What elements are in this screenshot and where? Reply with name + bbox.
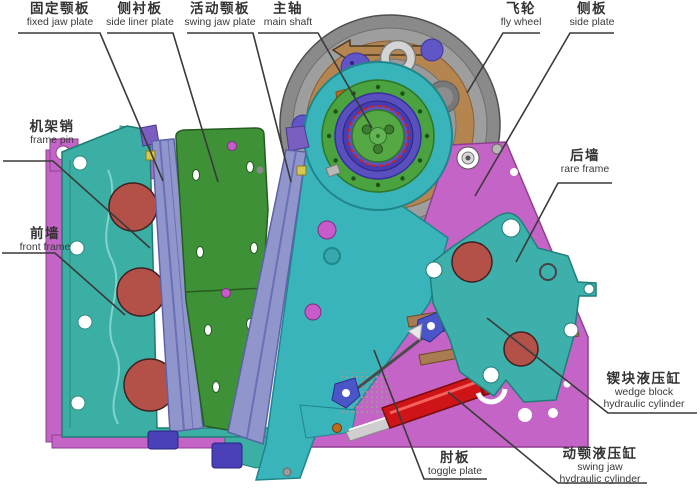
label-en: side liner plate xyxy=(106,16,174,29)
label-main-shaft: 主轴 main shaft xyxy=(246,1,330,29)
label-wedge-block-hydraulic-cylinder: 锲块液压缸 wedge block hydraulic cylinder xyxy=(588,371,700,411)
label-zh: 飞轮 xyxy=(506,1,536,16)
label-en2: hydraulic cylinder xyxy=(559,473,641,486)
label-en: front frame xyxy=(19,241,71,254)
label-zh: 活动颚板 xyxy=(190,1,250,16)
label-zh: 主轴 xyxy=(273,1,303,16)
label-en: toggle plate xyxy=(427,465,483,478)
label-toggle-plate: 肘板 toggle plate xyxy=(402,450,508,478)
label-zh: 前墙 xyxy=(30,226,60,241)
label-swing-jaw-plate: 活动颚板 swing jaw plate xyxy=(170,1,270,29)
label-zh: 锲块液压缸 xyxy=(606,371,682,386)
label-en: swing jaw plate xyxy=(184,16,256,29)
label-en: main shaft xyxy=(263,16,313,29)
label-rare-frame: 后墙 rare frame xyxy=(541,148,629,176)
label-zh: 侧衬板 xyxy=(117,1,163,16)
label-swing-jaw-hydraulic-cylinder: 动颚液压缸 swing jaw hydraulic cylinder xyxy=(544,446,656,486)
label-en: side plate xyxy=(569,16,615,29)
label-zh: 肘板 xyxy=(440,450,470,465)
label-front-frame: 前墙 front frame xyxy=(1,226,89,254)
label-zh: 侧板 xyxy=(577,1,607,16)
label-en2: hydraulic cylinder xyxy=(603,398,685,411)
label-en: fixed jaw plate xyxy=(26,16,94,29)
label-en: wedge block xyxy=(614,386,674,399)
swing-jaw-plate xyxy=(211,125,310,469)
label-en: swing jaw xyxy=(577,461,623,474)
label-zh: 动颚液压缸 xyxy=(562,446,638,461)
label-en: fly wheel xyxy=(500,16,542,29)
label-zh: 固定颚板 xyxy=(30,1,90,16)
label-frame-pin: 机架销 frame pin xyxy=(8,119,96,147)
label-zh: 机架销 xyxy=(29,119,75,134)
main-bearing xyxy=(303,61,453,211)
label-fixed-jaw-plate: 固定颚板 fixed jaw plate xyxy=(12,1,108,29)
label-en: rare frame xyxy=(560,163,610,176)
label-side-plate: 侧板 side plate xyxy=(550,1,634,29)
label-en: frame pin xyxy=(30,134,74,147)
label-zh: 后墙 xyxy=(570,148,600,163)
label-fly-wheel: 飞轮 fly wheel xyxy=(479,1,563,29)
label-side-liner-plate: 侧衬板 side liner plate xyxy=(92,1,188,29)
